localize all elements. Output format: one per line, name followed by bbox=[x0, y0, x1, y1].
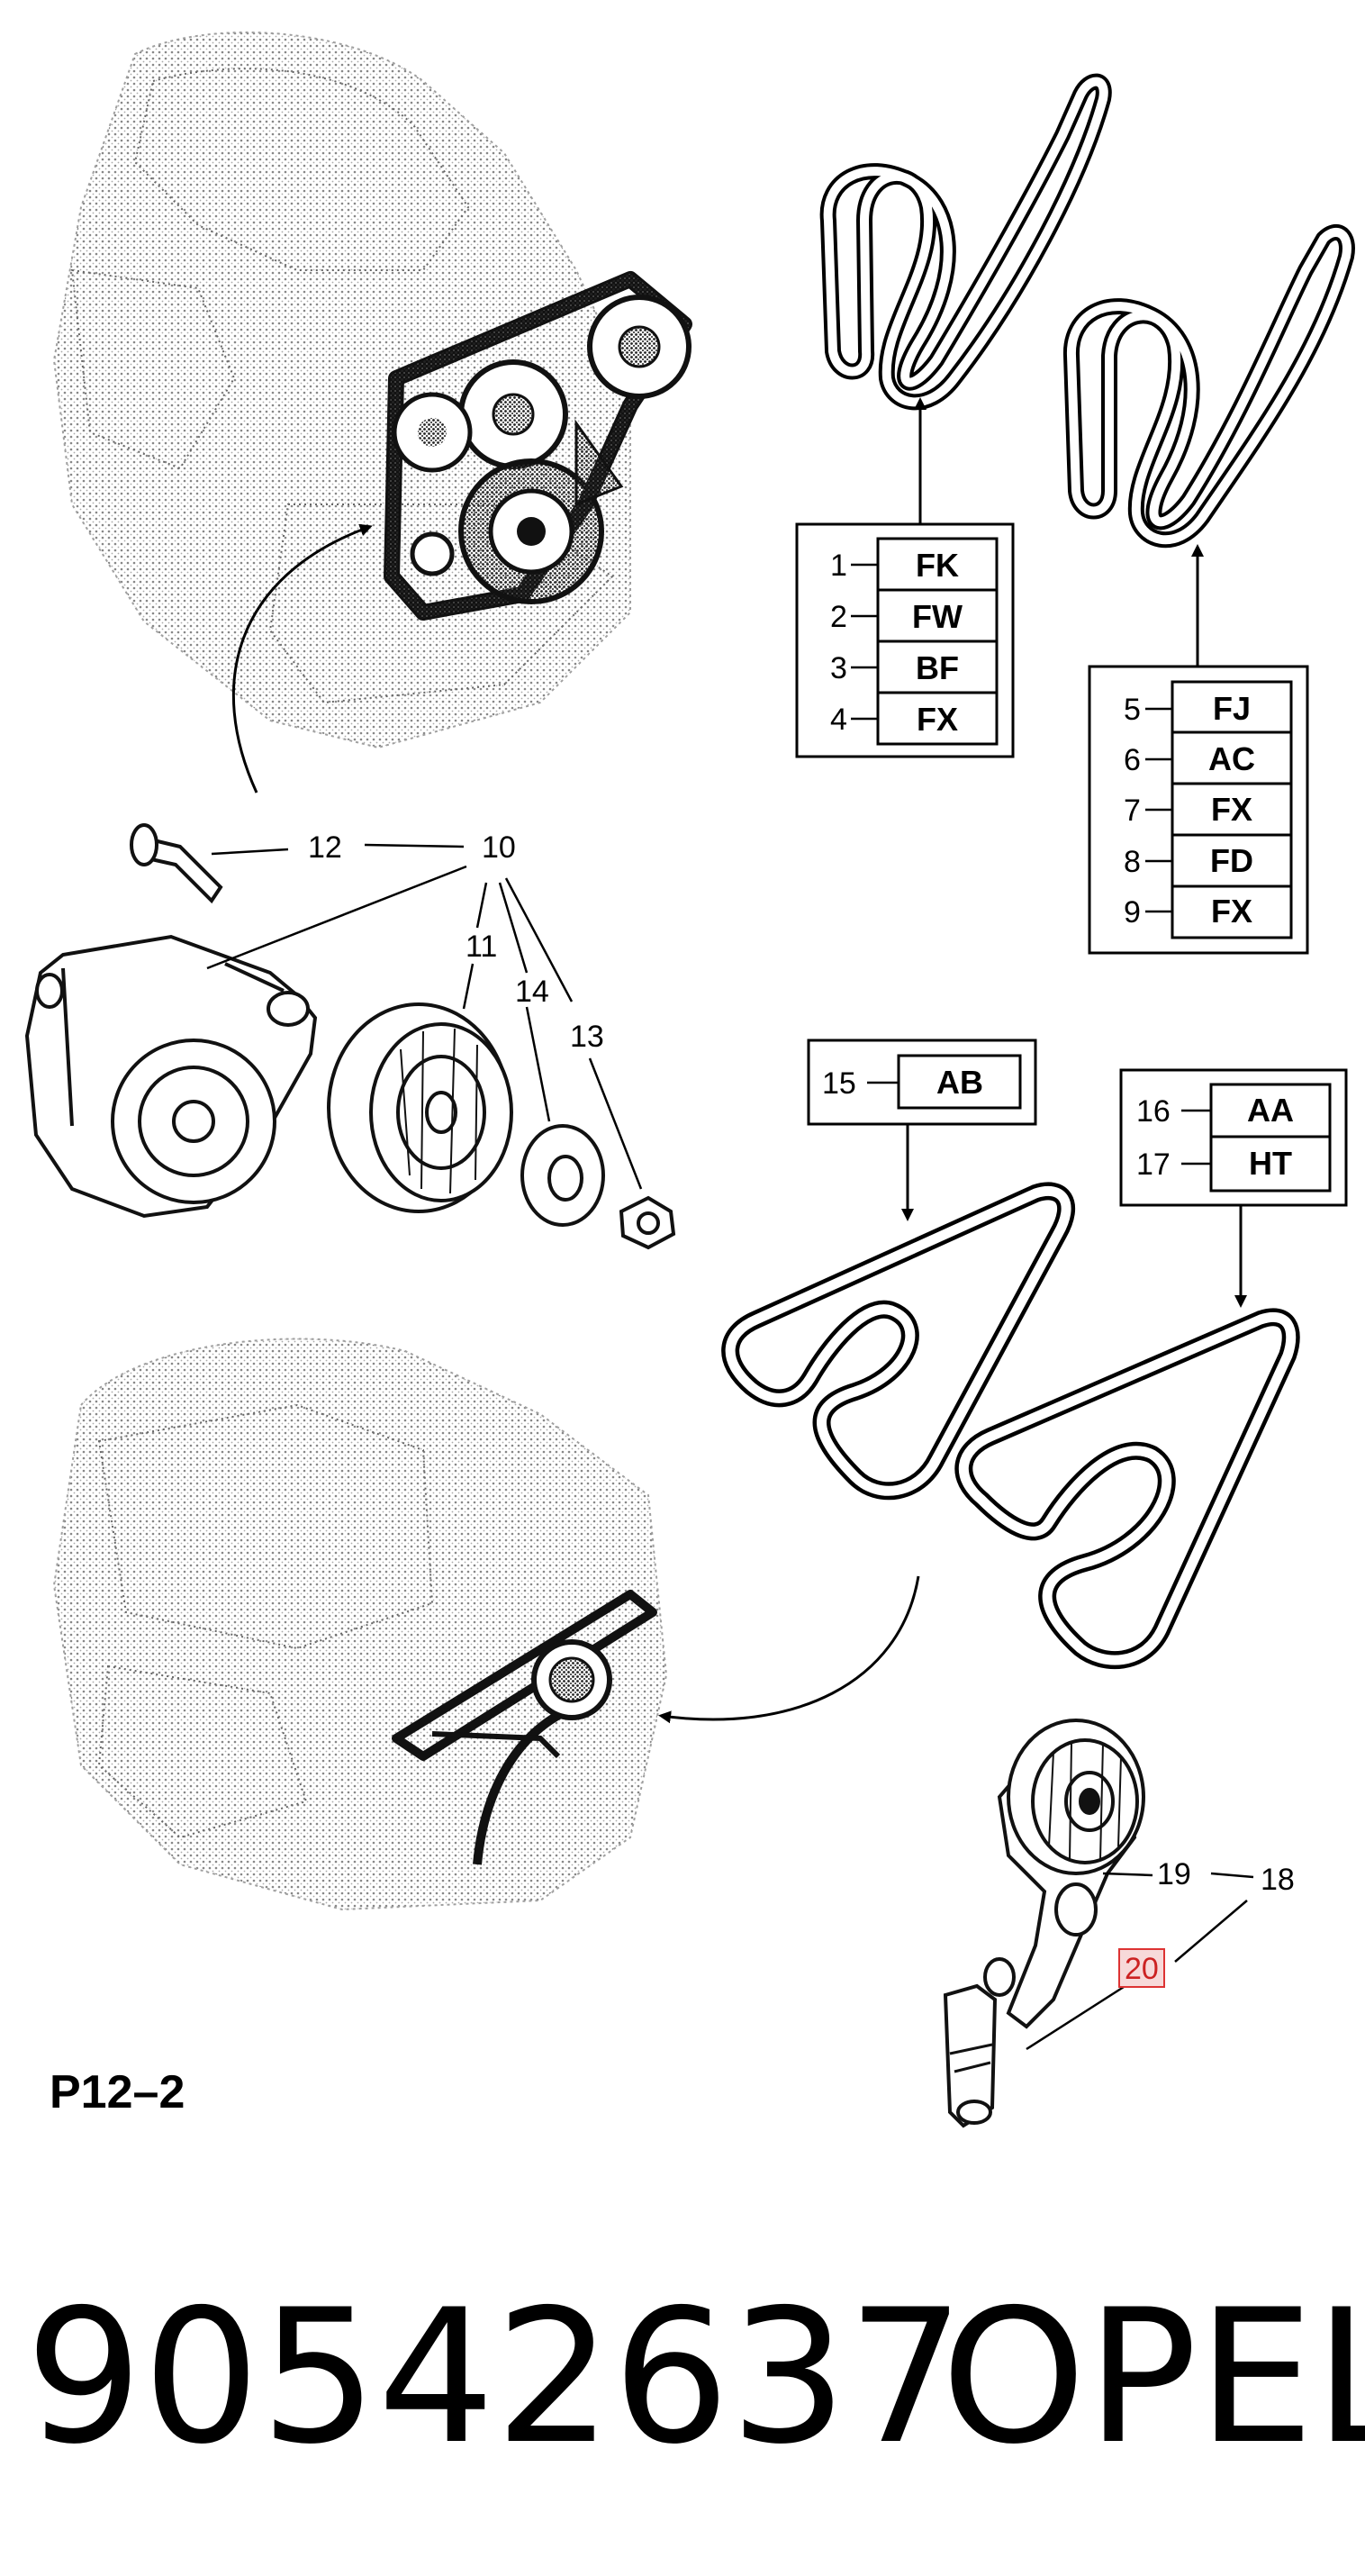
table4-index: 17 bbox=[1136, 1147, 1171, 1182]
belt-drive-bottom bbox=[392, 1590, 657, 1865]
table1-code: FW bbox=[912, 598, 963, 635]
nut-item-13 bbox=[619, 1195, 676, 1250]
serpentine-belt-set-4 bbox=[954, 1308, 1300, 1670]
washer-item-14 bbox=[520, 1124, 605, 1227]
table1-index: 1 bbox=[830, 549, 847, 583]
table2-index: 5 bbox=[1124, 693, 1141, 727]
code-table-2: 5 6 7 8 9 FJ AC FX FD FX bbox=[1088, 665, 1309, 955]
table2-index: 7 bbox=[1124, 794, 1141, 828]
brand-name: OPEL bbox=[941, 2271, 1365, 2485]
table2-code: FX bbox=[1211, 791, 1252, 828]
serpentine-belt-set-3 bbox=[721, 1182, 1076, 1501]
table3-code: AB bbox=[936, 1064, 983, 1101]
tensioner-leader-lines-lower bbox=[1026, 1872, 1254, 2051]
belt-drive-top bbox=[384, 271, 692, 621]
table2-index: 9 bbox=[1124, 895, 1141, 930]
table2-index: 8 bbox=[1124, 845, 1141, 879]
serpentine-belt-set-2 bbox=[1062, 224, 1355, 549]
belt-to-engine-arrow bbox=[658, 1575, 920, 1724]
table1-index: 3 bbox=[830, 651, 847, 685]
table3-index: 15 bbox=[822, 1066, 856, 1101]
code-table-1: 1 2 3 4 FK FW BF FX bbox=[795, 522, 1015, 758]
callout-12: 12 bbox=[308, 830, 342, 865]
engine-to-tensioner-arrow bbox=[231, 523, 373, 794]
callout-10: 10 bbox=[482, 830, 516, 865]
code-table-4: 16 17 AA HT bbox=[1119, 1068, 1348, 1207]
table1-code: FX bbox=[917, 701, 958, 738]
code-table-3: 15 AB bbox=[807, 1039, 1037, 1126]
table4-code: AA bbox=[1247, 1092, 1294, 1129]
callout-19: 19 bbox=[1157, 1857, 1191, 1891]
tensioner-assembly-item-18 bbox=[943, 1719, 1145, 2128]
table2-code: FX bbox=[1211, 893, 1252, 930]
table1-index: 4 bbox=[830, 703, 847, 737]
table2-index: 6 bbox=[1124, 743, 1141, 777]
callout-14: 14 bbox=[515, 975, 549, 1009]
callout-13: 13 bbox=[570, 1020, 604, 1054]
sheet-label: P12–2 bbox=[50, 2066, 185, 2118]
damper-item-20 bbox=[943, 1983, 998, 2128]
pulley-item-11 bbox=[327, 1002, 513, 1213]
part-number: 90542637 bbox=[25, 2271, 964, 2485]
table2-code: AC bbox=[1208, 740, 1255, 777]
callout-20-highlight bbox=[1118, 1948, 1165, 1988]
tensioner-leader-lines bbox=[206, 843, 643, 1190]
table2-code: FJ bbox=[1213, 690, 1251, 727]
callout-11: 11 bbox=[466, 930, 497, 964]
serpentine-belt-set-1 bbox=[819, 73, 1112, 411]
table4-index: 16 bbox=[1136, 1094, 1171, 1129]
tensioner-assembly-exploded bbox=[24, 823, 676, 1250]
callout-20: 20 bbox=[1125, 1952, 1159, 1986]
table2-code: FD bbox=[1210, 842, 1253, 879]
table1-index: 2 bbox=[830, 600, 847, 634]
table1-code: FK bbox=[916, 547, 959, 584]
table4-code: HT bbox=[1249, 1145, 1292, 1182]
callout-18: 18 bbox=[1261, 1863, 1295, 1897]
engine-illustration-bottom bbox=[52, 1338, 668, 1911]
table1-code: BF bbox=[916, 649, 959, 686]
